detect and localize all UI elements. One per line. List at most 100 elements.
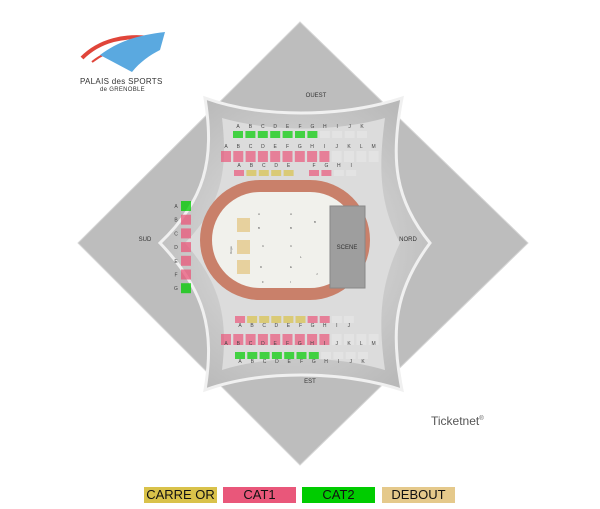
section-ouest-2-F[interactable] [282, 151, 293, 162]
section-ouest-1-G[interactable] [307, 131, 318, 138]
section-label: F [312, 163, 315, 169]
section-est-2-D[interactable] [257, 334, 268, 345]
section-ouest-3-F[interactable] [309, 170, 319, 176]
section-sud-E[interactable] [181, 255, 191, 266]
section-ouest-1-I[interactable] [332, 131, 343, 138]
section-ouest-1-C[interactable] [257, 131, 268, 138]
section-sud-G[interactable] [181, 283, 191, 294]
section-label: D [261, 341, 265, 347]
section-ouest-2-M[interactable] [368, 151, 379, 162]
section-ouest-2-A[interactable] [221, 151, 231, 162]
section-est-2-F[interactable] [282, 334, 293, 345]
section-sud-F[interactable] [181, 269, 191, 280]
section-est-2-I[interactable] [319, 334, 330, 345]
section-est-2-K[interactable] [344, 334, 354, 345]
section-est-2-G[interactable] [294, 334, 305, 345]
section-label: M [372, 144, 376, 150]
section-est-2-M[interactable] [368, 334, 379, 345]
section-ouest-3-D[interactable] [271, 170, 282, 176]
section-ouest-3-H[interactable] [333, 170, 344, 176]
section-ouest-2-B[interactable] [233, 151, 244, 162]
section-label: G [298, 144, 302, 150]
section-ouest-2-K[interactable] [344, 151, 354, 162]
section-est-1-B[interactable] [247, 316, 258, 323]
section-label: J [348, 124, 351, 130]
stage[interactable] [329, 205, 366, 289]
section-ouest-3-I[interactable] [346, 170, 357, 176]
floor-zone-label: A [258, 212, 260, 216]
legend-debout[interactable]: DEBOUT [382, 487, 455, 503]
floor-label: Régie [229, 246, 233, 254]
section-sud-C[interactable] [181, 228, 191, 239]
section-est-1-D[interactable] [271, 316, 282, 323]
section-est-1-F[interactable] [295, 316, 306, 323]
floor-standing-block[interactable] [237, 260, 250, 274]
section-label: F [300, 359, 303, 365]
section-ouest-3-G[interactable] [321, 170, 332, 176]
section-ouest-3-A[interactable] [234, 170, 244, 176]
section-label: A [224, 341, 228, 347]
section-est-3-B[interactable] [247, 352, 258, 359]
section-ouest-3-E[interactable] [283, 170, 294, 176]
section-est-2-A[interactable] [221, 334, 231, 345]
section-est-1-A[interactable] [235, 316, 245, 323]
section-est-2-E[interactable] [270, 334, 281, 345]
legend-cat1[interactable]: CAT1 [223, 487, 296, 503]
section-ouest-1-J[interactable] [344, 131, 355, 138]
section-ouest-2-I[interactable] [319, 151, 330, 162]
section-est-2-L[interactable] [356, 334, 367, 345]
section-est-2-C[interactable] [245, 334, 256, 345]
section-est-3-H[interactable] [321, 352, 332, 359]
section-ouest-3-C[interactable] [258, 170, 269, 176]
section-est-3-K[interactable] [358, 352, 368, 359]
section-label: A [237, 163, 241, 169]
section-ouest-1-H[interactable] [319, 131, 330, 138]
section-est-2-J[interactable] [331, 334, 342, 345]
section-ouest-2-G[interactable] [294, 151, 305, 162]
section-ouest-2-L[interactable] [356, 151, 367, 162]
section-sud-A[interactable] [181, 201, 191, 211]
section-est-3-C[interactable] [259, 352, 270, 359]
section-ouest-2-H[interactable] [307, 151, 318, 162]
section-ouest-1-F[interactable] [295, 131, 305, 138]
section-ouest-3-B[interactable] [246, 170, 257, 176]
section-est-3-E[interactable] [284, 352, 295, 359]
section-est-1-H[interactable] [319, 316, 330, 323]
section-est-1-G[interactable] [307, 316, 318, 323]
section-label: I [351, 163, 352, 169]
section-est-1-I[interactable] [331, 316, 342, 323]
section-ouest-1-K[interactable] [357, 131, 367, 138]
compass-east: EST [304, 379, 316, 385]
floor-zone-label: J [316, 272, 318, 276]
section-est-1-J[interactable] [343, 316, 354, 323]
section-est-3-F[interactable] [296, 352, 307, 359]
floor-zone-label: A [290, 212, 292, 216]
section-ouest-1-E[interactable] [282, 131, 293, 138]
section-ouest-1-B[interactable] [245, 131, 256, 138]
section-est-3-D[interactable] [271, 352, 282, 359]
section-label: K [360, 124, 364, 130]
palais-des-sports-logo [80, 32, 165, 72]
section-est-3-J[interactable] [345, 352, 356, 359]
section-sud-D[interactable] [181, 242, 191, 253]
section-est-3-A[interactable] [235, 352, 245, 359]
legend-cat2[interactable]: CAT2 [302, 487, 375, 503]
section-ouest-1-A[interactable] [233, 131, 243, 138]
section-est-2-B[interactable] [233, 334, 244, 345]
section-label: C [249, 341, 253, 347]
section-sud-B[interactable] [181, 214, 191, 225]
section-est-1-C[interactable] [259, 316, 270, 323]
section-label: C [262, 163, 266, 169]
section-est-3-I[interactable] [333, 352, 344, 359]
section-ouest-2-C[interactable] [245, 151, 256, 162]
section-ouest-2-J[interactable] [331, 151, 342, 162]
floor-standing-block[interactable] [237, 240, 250, 254]
section-ouest-2-E[interactable] [270, 151, 281, 162]
floor-standing-block[interactable] [237, 218, 250, 232]
legend-carre-or[interactable]: CARRE OR [144, 487, 217, 503]
section-est-1-E[interactable] [283, 316, 294, 323]
section-est-3-G[interactable] [308, 352, 319, 359]
section-ouest-1-D[interactable] [270, 131, 281, 138]
section-est-2-H[interactable] [307, 334, 318, 345]
section-ouest-2-D[interactable] [257, 151, 268, 162]
